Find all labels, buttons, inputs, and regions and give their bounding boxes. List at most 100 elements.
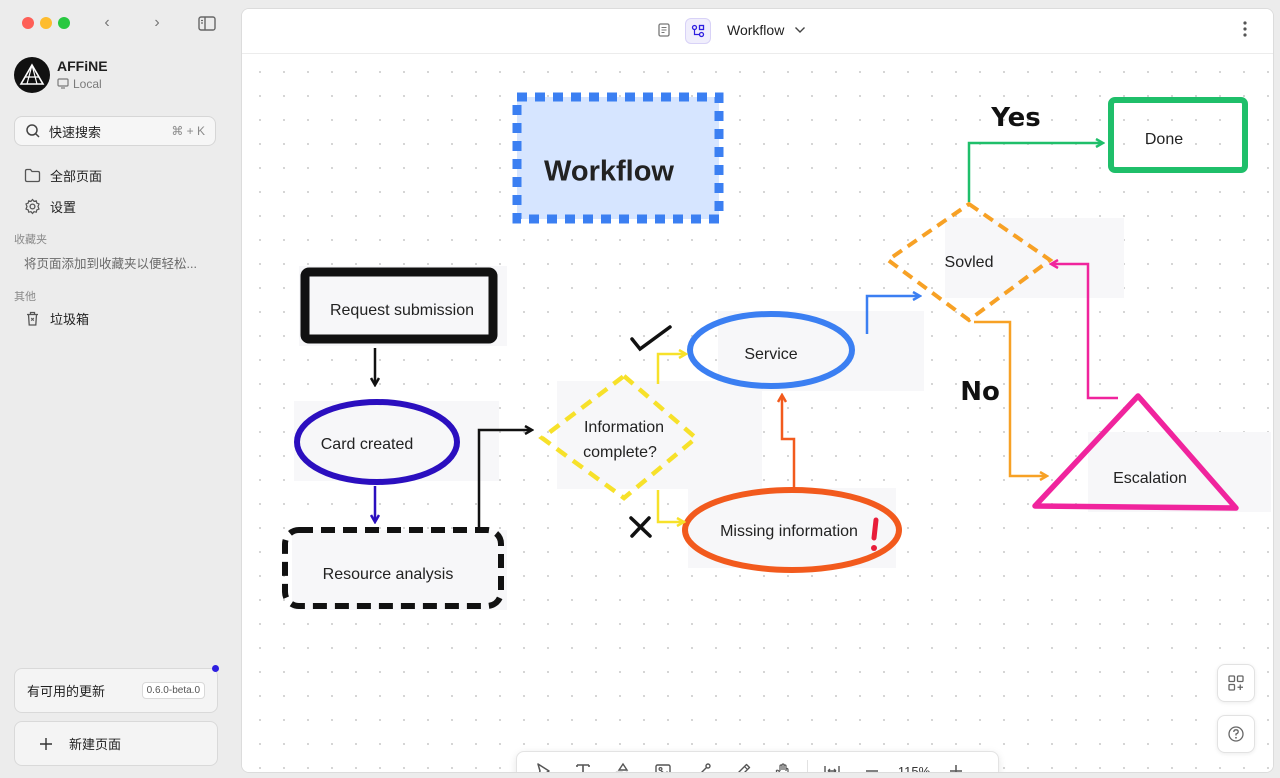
connector-resource-info <box>477 430 531 530</box>
add-widget-button[interactable] <box>1217 664 1255 702</box>
canvas-drawing <box>282 92 1271 610</box>
workspace-card[interactable]: AFFiNE Local <box>14 57 108 93</box>
sidebar-item-label: 垃圾箱 <box>50 311 90 327</box>
image-tool-button[interactable] <box>643 755 683 772</box>
page-mode-button[interactable] <box>652 18 676 42</box>
zoom-level[interactable]: 115% <box>897 763 931 773</box>
gear-icon <box>25 198 40 214</box>
done-shape <box>1108 97 1248 173</box>
workspace-name: AFFiNE <box>57 57 108 74</box>
forward-button[interactable]: › <box>154 14 160 31</box>
node-service[interactable]: Service <box>744 346 798 363</box>
edgeless-mode-button[interactable] <box>685 18 711 44</box>
shapes-icon <box>615 762 629 772</box>
node-done[interactable]: Done <box>1144 131 1184 148</box>
help-button[interactable] <box>1217 715 1255 753</box>
node-solved[interactable]: Sovled <box>944 254 994 271</box>
connector-service-solved <box>865 296 919 334</box>
title-shape <box>512 92 724 224</box>
connector-tool-button[interactable] <box>683 755 723 772</box>
document-title-button[interactable]: Workflow <box>727 22 806 38</box>
quick-search[interactable]: 快速搜索 ⌘ + K <box>14 116 216 146</box>
node-information-line2[interactable]: complete? <box>583 444 657 461</box>
new-page-button[interactable]: 新建页面 <box>14 721 218 766</box>
edgeless-toolbar: 115% <box>516 751 999 773</box>
escalation-shape <box>1032 393 1239 511</box>
toggle-sidebar-button[interactable] <box>196 12 218 34</box>
connector-solved-done <box>967 143 1102 202</box>
checkmark-icon <box>630 325 672 352</box>
favorites-section-title: 收藏夹 <box>14 234 47 246</box>
image-icon <box>655 764 671 772</box>
edgeless-canvas[interactable]: Workflow Request submission Card created… <box>242 54 1273 772</box>
grid-add-icon <box>1228 675 1244 691</box>
annotation-no: No <box>960 377 1000 407</box>
page-mode-icon <box>658 23 670 37</box>
back-button[interactable]: ‹ <box>104 14 110 31</box>
window-minimize-button[interactable] <box>40 17 52 29</box>
folder-icon <box>24 168 41 182</box>
document-title: Workflow <box>727 22 785 38</box>
hand-tool-button[interactable] <box>763 755 803 772</box>
select-tool-button[interactable] <box>523 755 563 772</box>
affine-logo-icon <box>19 63 45 85</box>
minus-icon <box>866 770 878 772</box>
quick-search-label: 快速搜索 <box>49 124 102 140</box>
sidebar-item-label: 全部页面 <box>50 168 103 184</box>
window-close-button[interactable] <box>22 17 34 29</box>
node-information-line1[interactable]: Information <box>583 419 665 436</box>
canvas-title: Workflow <box>544 155 674 188</box>
help-icon <box>1228 726 1244 742</box>
update-version-badge: 0.6.0-beta.0 <box>141 682 205 699</box>
node-card-created[interactable]: Card created <box>320 436 414 453</box>
pen-icon <box>738 763 751 772</box>
fit-to-screen-button[interactable] <box>812 755 852 772</box>
update-label: 有可用的更新 <box>27 684 106 699</box>
shape-tool-button[interactable] <box>603 755 643 772</box>
favorites-empty-hint: 将页面添加到收藏夹以便轻松... <box>24 257 197 271</box>
connector-info-service <box>656 354 685 384</box>
hand-icon <box>775 763 789 772</box>
text-icon <box>576 764 590 772</box>
window-zoom-button[interactable] <box>58 17 70 29</box>
header-bar: Workflow <box>242 9 1273 54</box>
cursor-icon <box>537 763 550 772</box>
trash-icon <box>27 311 38 326</box>
quick-search-shortcut: ⌘ + K <box>171 124 205 138</box>
resource-analysis-shape <box>282 527 504 609</box>
missing-information-shape <box>682 487 902 573</box>
pen-tool-button[interactable] <box>723 755 763 772</box>
main-panel: Workflow <box>241 8 1274 773</box>
node-request-submission[interactable]: Request submission <box>329 302 475 319</box>
zoom-out-button[interactable] <box>852 755 892 772</box>
solved-shape <box>884 201 1054 323</box>
connector-solved-escalation <box>974 320 1046 476</box>
plus-icon <box>40 737 52 750</box>
local-storage-icon <box>57 78 69 89</box>
sidebar: ‹ › AFFiNE Local 快速搜索 ⌘ + K 全部页面 设置 收藏夹 … <box>0 0 240 778</box>
workspace-logo <box>14 57 50 93</box>
workspace-location-label: Local <box>73 76 102 91</box>
node-resource-analysis[interactable]: Resource analysis <box>322 566 454 583</box>
fit-width-icon <box>824 766 840 772</box>
node-missing-information[interactable]: Missing information <box>720 523 858 540</box>
chevron-down-icon <box>795 27 806 33</box>
sidebar-toggle-icon <box>198 15 216 31</box>
sidebar-item-all-pages[interactable]: 全部页面 <box>24 164 102 186</box>
zoom-in-button[interactable] <box>936 755 976 772</box>
new-page-label: 新建页面 <box>69 737 122 752</box>
more-options-button[interactable] <box>1243 21 1247 42</box>
more-vertical-icon <box>1243 21 1247 37</box>
other-section-title: 其他 <box>14 291 36 303</box>
node-escalation[interactable]: Escalation <box>1113 470 1187 487</box>
connector-escalation-solved <box>1052 264 1118 400</box>
text-tool-button[interactable] <box>563 755 603 772</box>
exclamation-icon <box>871 517 879 541</box>
cross-icon <box>629 516 652 538</box>
sidebar-item-settings[interactable]: 设置 <box>24 195 76 217</box>
annotation-yes: Yes <box>991 103 1041 133</box>
sidebar-item-label: 设置 <box>50 199 77 215</box>
sidebar-item-trash[interactable]: 垃圾箱 <box>24 307 89 329</box>
update-available-card[interactable]: 有可用的更新 0.6.0-beta.0 <box>14 668 218 713</box>
toolbar-divider <box>807 760 808 772</box>
